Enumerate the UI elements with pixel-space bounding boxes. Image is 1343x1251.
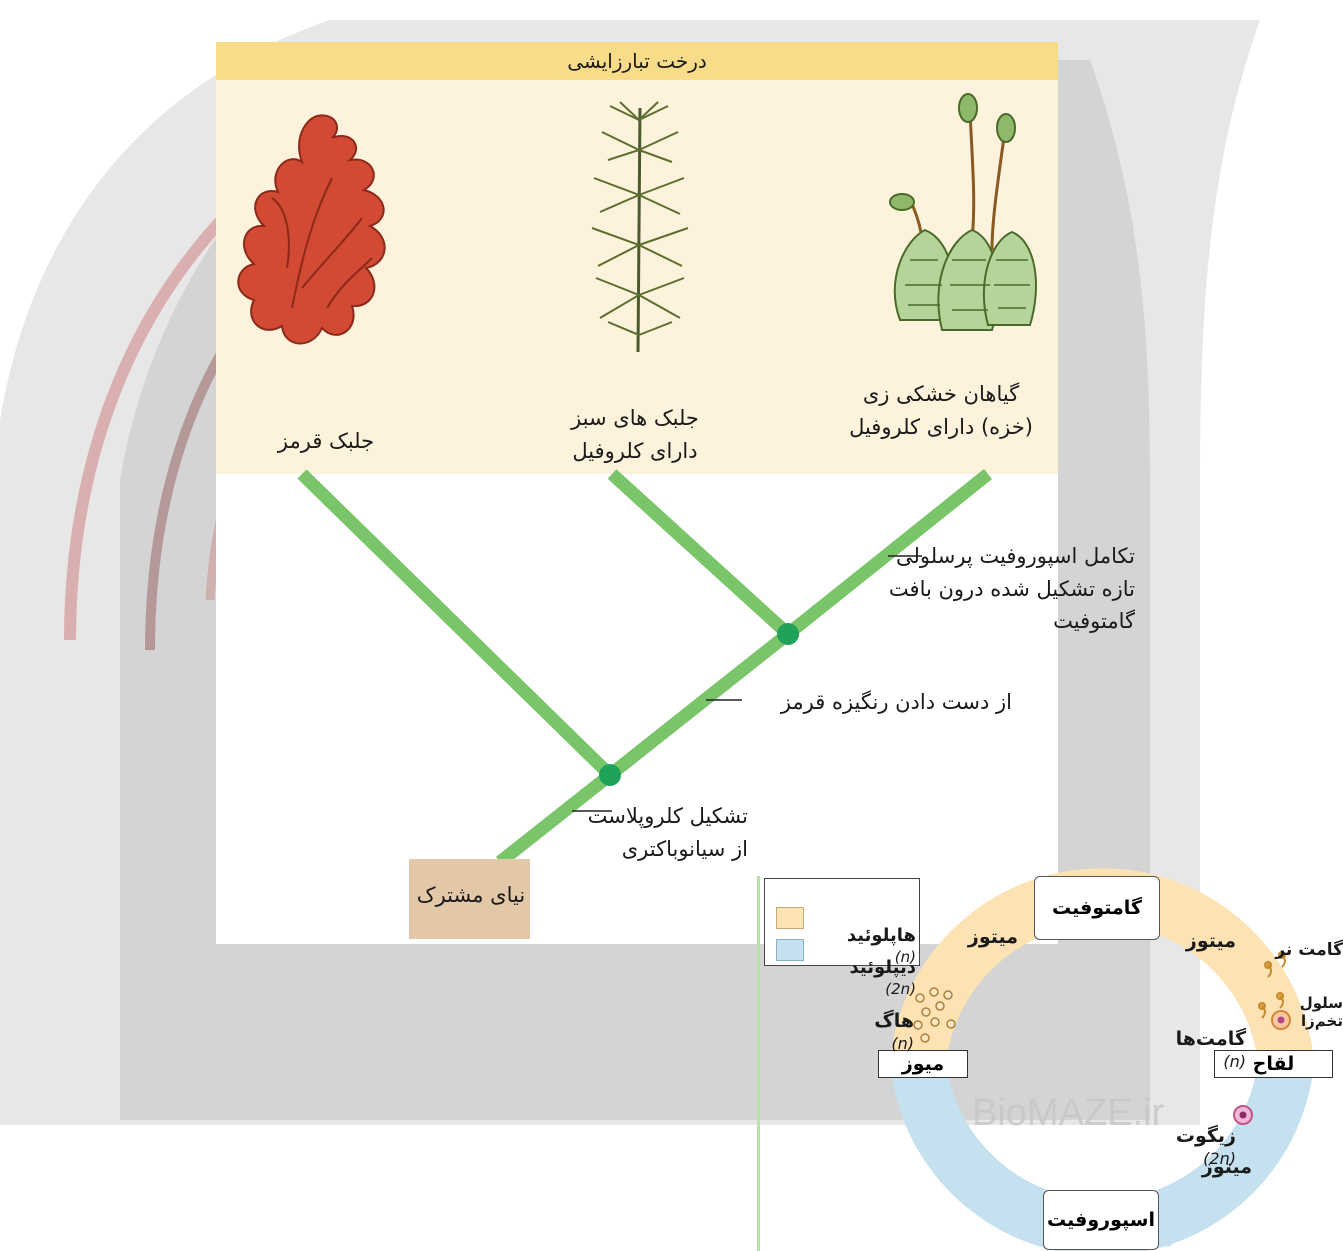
- label-gametes: گامت‌ها (n): [1136, 1006, 1246, 1072]
- label-gametes-tag: (n): [1223, 1052, 1246, 1071]
- label-mitosis-right: میتوز: [1176, 930, 1246, 952]
- label-zygote-text: زیگوت: [1176, 1125, 1236, 1147]
- label-mitosis-left: میتوز: [958, 926, 1028, 948]
- label-spores-text: هاگ: [874, 1010, 914, 1032]
- label-spores-tag: (n): [891, 1034, 914, 1053]
- stage-meiosis: میوز: [878, 1050, 968, 1078]
- label-male-gamete: گامت نر: [1262, 940, 1343, 960]
- egg-nucleus: [1278, 1017, 1285, 1024]
- legend-diploid-label: دیپلوئید: [850, 957, 916, 978]
- legend-swatch-diploid: [776, 939, 804, 961]
- stage-gametophyte: گامتوفیت: [1034, 876, 1160, 940]
- label-egg: سلول تخم‌زا: [1290, 994, 1343, 1030]
- legend-swatch-haploid: [776, 907, 804, 929]
- label-zygote-tag: (2n): [1203, 1149, 1236, 1168]
- watermark-text: BioMAZE.ir: [972, 1092, 1164, 1135]
- label-spores: هاگ (n): [830, 988, 914, 1054]
- stage-sporophyte: اسپوروفیت: [1043, 1190, 1159, 1250]
- zygote-nucleus: [1240, 1112, 1247, 1119]
- label-gametes-text: گامت‌ها: [1176, 1028, 1246, 1050]
